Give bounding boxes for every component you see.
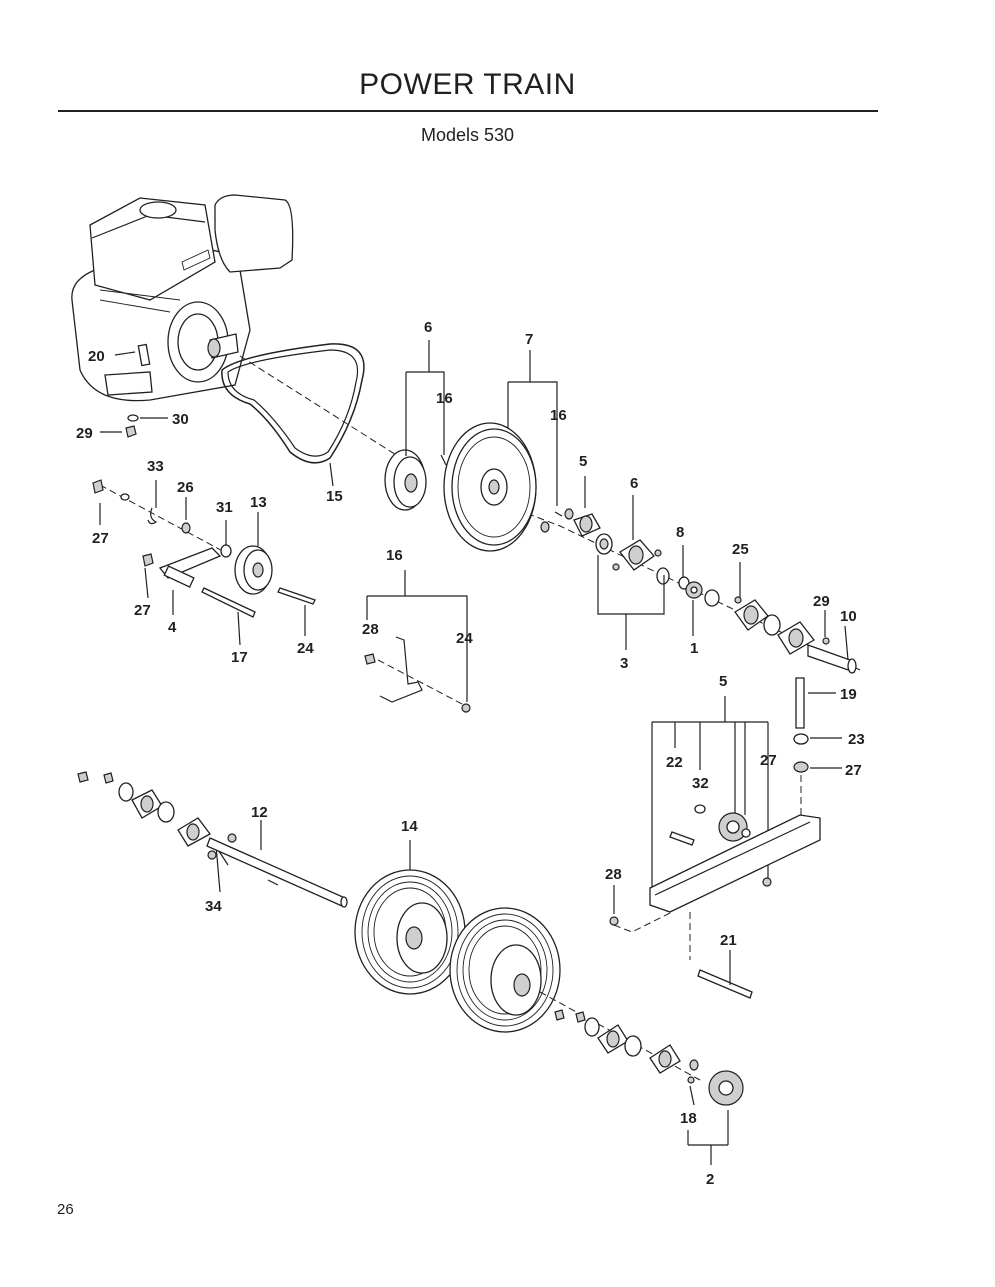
- pin: [697, 969, 753, 999]
- large-pulley: [443, 422, 537, 552]
- callout: 23: [848, 731, 865, 748]
- callout: 33: [147, 458, 164, 475]
- drive-belt: [221, 343, 365, 464]
- callout: 6: [424, 319, 432, 336]
- callout: 1: [690, 640, 698, 657]
- title-rule: [58, 110, 878, 112]
- engine-pulley: [384, 449, 427, 511]
- callout: 29: [813, 593, 830, 610]
- callout: 7: [525, 331, 533, 348]
- callout: 16: [436, 390, 453, 407]
- callout: 24: [456, 630, 473, 647]
- callout: 26: [177, 479, 194, 496]
- callout: 24: [297, 640, 314, 657]
- callout: 5: [579, 453, 587, 470]
- callout: 28: [605, 866, 622, 883]
- axle-shaft: [206, 837, 346, 907]
- callout: 5: [719, 673, 727, 690]
- callout-labels: 6 7 16 16 5 6 8 25 29 10 1 3 20 30 29 15…: [76, 319, 865, 1188]
- callout: 30: [172, 411, 189, 428]
- callout: 13: [250, 494, 267, 511]
- callout: 3: [620, 655, 628, 672]
- idler-pulley: [234, 545, 273, 595]
- bolt: [795, 677, 805, 729]
- callout: 20: [88, 348, 105, 365]
- callout: 18: [680, 1110, 697, 1127]
- wheel-left: [354, 869, 466, 995]
- callout: 16: [550, 407, 567, 424]
- axle-frame: [649, 814, 821, 913]
- key: [440, 454, 447, 466]
- nut: [540, 521, 550, 533]
- callout: 12: [251, 804, 268, 821]
- callout: 22: [666, 754, 683, 771]
- callout: 2: [706, 1171, 714, 1188]
- callout: 21: [720, 932, 737, 949]
- callout: 27: [92, 530, 109, 547]
- engine-illustration: [71, 194, 294, 402]
- callout: 4: [168, 619, 177, 636]
- page-number: 26: [57, 1201, 74, 1218]
- callout: 8: [676, 524, 684, 541]
- page-subtitle: Models 530: [420, 125, 515, 145]
- callout: 16: [386, 547, 403, 564]
- callout: 14: [401, 818, 418, 835]
- callout: 31: [216, 499, 233, 516]
- callout: 19: [840, 686, 857, 703]
- callout: 34: [205, 898, 222, 915]
- callout: 29: [76, 425, 93, 442]
- callout: 10: [840, 608, 857, 625]
- callout: 6: [630, 475, 638, 492]
- bolt: [201, 587, 256, 618]
- callout: 27: [134, 602, 151, 619]
- callout: 32: [692, 775, 709, 792]
- callout: 25: [732, 541, 749, 558]
- callout: 27: [845, 762, 862, 779]
- callout: 17: [231, 649, 248, 666]
- callout: 27: [760, 752, 777, 769]
- callout: 15: [326, 488, 343, 505]
- callout: 28: [362, 621, 379, 638]
- page-title: POWER TRAIN: [359, 68, 576, 101]
- wheel-right: [449, 907, 561, 1033]
